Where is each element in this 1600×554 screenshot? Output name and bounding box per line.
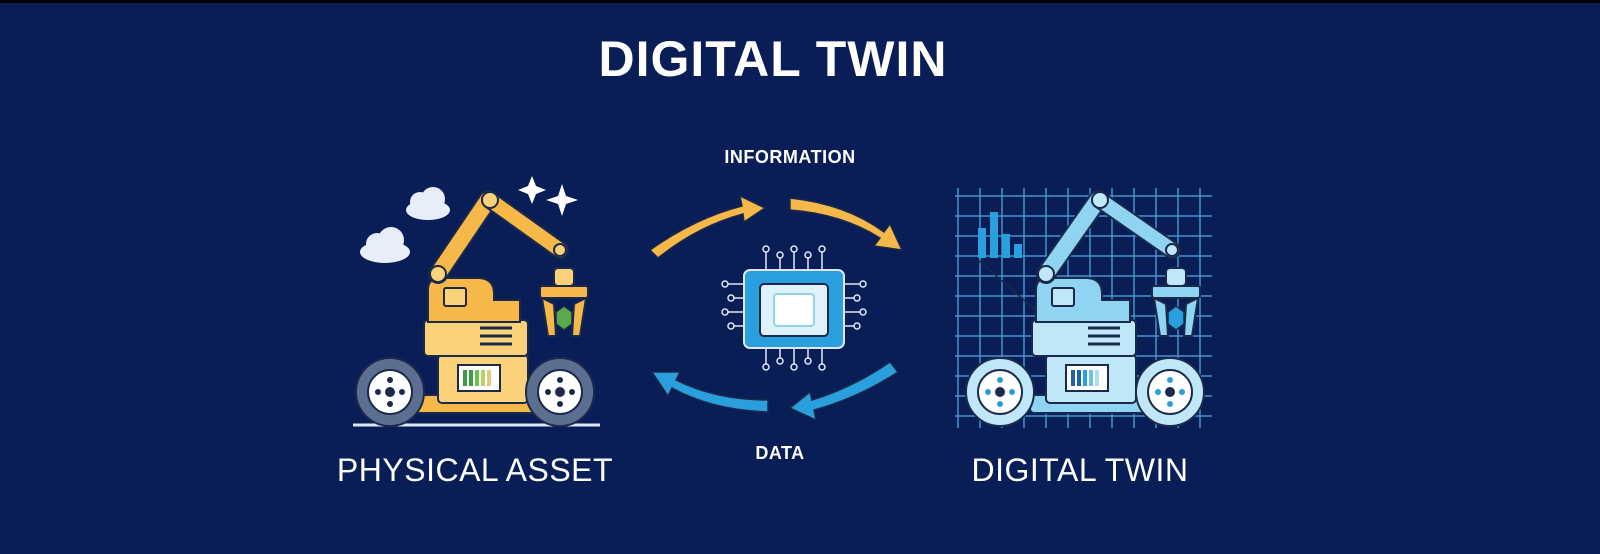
- information-arrow-right: [789, 197, 904, 251]
- wheel-icon: [355, 357, 425, 427]
- wheel-icon: [1135, 357, 1205, 427]
- digital-twin-illustration: [955, 188, 1212, 428]
- data-arrow-left: [650, 371, 769, 413]
- wheel-icon: [525, 357, 595, 427]
- data-arrow-right: [788, 360, 900, 422]
- data-label: DATA: [755, 443, 805, 463]
- cloud-icon: [360, 227, 410, 263]
- information-arrow-left: [648, 194, 767, 260]
- page-title: DIGITAL TWIN: [598, 31, 948, 87]
- sparkle-icon: [546, 184, 578, 216]
- top-border: [0, 0, 1600, 3]
- cloud-icon: [406, 187, 450, 220]
- processor-chip-icon: [721, 245, 867, 371]
- digital-twin-label: DIGITAL TWIN: [971, 452, 1189, 488]
- sparkle-icon: [518, 176, 546, 204]
- physical-asset-illustration: [353, 176, 600, 427]
- hexagon-part-icon: [555, 305, 573, 331]
- hexagon-part-icon: [1167, 305, 1185, 331]
- physical-asset-label: PHYSICAL ASSET: [336, 452, 614, 488]
- bar-chart-icon: [978, 212, 1022, 258]
- wheel-icon: [965, 357, 1035, 427]
- information-label: INFORMATION: [724, 147, 856, 167]
